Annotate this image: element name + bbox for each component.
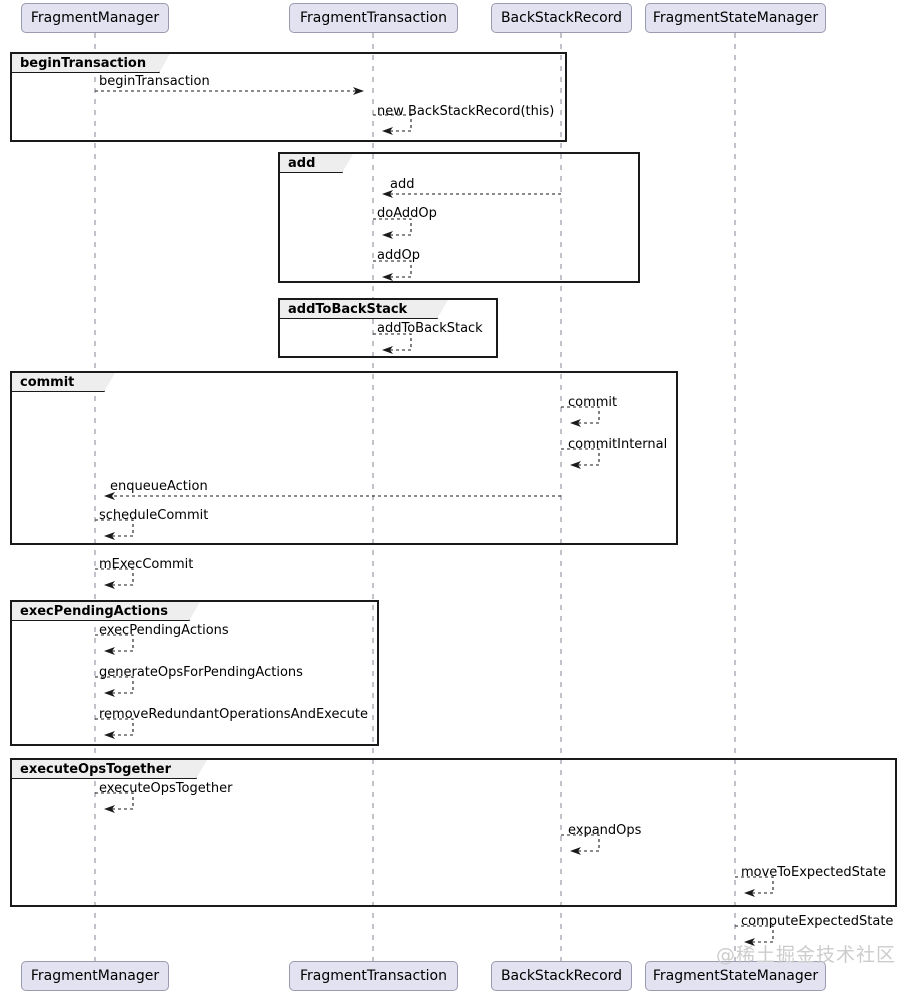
message-label-msg-begin-transaction: beginTransaction: [99, 74, 210, 89]
group-label-text: add: [288, 156, 316, 171]
group-label-add-to-back-stack: addToBackStack: [280, 300, 448, 319]
group-frame-exec-pending-actions: [10, 600, 379, 746]
group-frame-add: [278, 152, 640, 283]
arrow-msg-schedule-commit: [95, 519, 134, 540]
group-label-begin-transaction: beginTransaction: [12, 54, 170, 73]
participant-fragment-state-manager-bottom[interactable]: FragmentStateManager: [645, 961, 826, 991]
arrow-msg-mexec-commit: [95, 568, 134, 589]
message-label-msg-add-op: addOp: [377, 248, 420, 263]
lifelines-group: [94, 33, 736, 961]
message-label-msg-add-to-back-stack: addToBackStack: [377, 321, 483, 336]
arrow-msg-exec-pending-actions: [95, 634, 134, 655]
arrow-msg-commit-internal: [561, 448, 600, 469]
group-tab-corner-icon: [196, 760, 207, 779]
arrow-msg-execute-ops-together: [95, 792, 134, 813]
group-label-text: addToBackStack: [288, 302, 408, 317]
group-label-text: commit: [20, 375, 75, 390]
group-tab-corner-icon: [159, 54, 170, 73]
message-label-msg-move-to-expected-state: moveToExpectedState: [741, 865, 887, 880]
participant-fragment-state-manager-top[interactable]: FragmentStateManager: [645, 3, 826, 33]
group-frame-commit: [10, 371, 678, 545]
group-label-text: beginTransaction: [20, 56, 147, 71]
group-frame-execute-ops-together: [10, 758, 897, 907]
participant-fragment-transaction-top[interactable]: FragmentTransaction: [289, 3, 458, 33]
group-label-commit: commit: [12, 373, 115, 392]
group-label-exec-pending-actions: execPendingActions: [12, 602, 200, 621]
arrow-msg-expand-ops: [561, 834, 600, 855]
participant-fragment-transaction-bottom[interactable]: FragmentTransaction: [289, 961, 458, 991]
arrow-msg-move-to-expected-state: [735, 876, 774, 897]
message-label-msg-compute-expected-state: computeExpectedState: [741, 914, 894, 929]
message-label-msg-remove-redundant: removeRedundantOperationsAndExecute: [99, 707, 368, 722]
group-label-text: executeOpsTogether: [20, 762, 171, 777]
message-label-msg-mexec-commit: mExecCommit: [99, 557, 194, 572]
group-label-execute-ops-together: executeOpsTogether: [12, 760, 207, 779]
group-frame-add-to-back-stack: [278, 298, 498, 358]
group-label-add: add: [280, 154, 353, 173]
watermark: @稀土掘金技术社区: [716, 944, 897, 966]
arrow-msg-generate-ops: [95, 676, 134, 697]
participant-fragment-manager-top[interactable]: FragmentManager: [21, 3, 169, 33]
message-label-msg-do-add-op: doAddOp: [377, 206, 437, 221]
group-frame-begin-transaction: [10, 52, 567, 142]
message-label-msg-execute-ops-together: executeOpsTogether: [99, 781, 233, 796]
message-label-msg-schedule-commit: scheduleCommit: [99, 508, 209, 523]
participant-back-stack-record-bottom[interactable]: BackStackRecord: [491, 961, 632, 991]
message-label-msg-commit-internal: commitInternal: [568, 437, 668, 452]
message-label-msg-add: add: [390, 177, 415, 192]
arrow-msg-compute-expected-state: [735, 925, 774, 946]
arrow-msg-add-to-back-stack: [373, 333, 412, 354]
arrow-msg-add-op: [373, 260, 412, 281]
message-label-msg-expand-ops: expandOps: [568, 823, 642, 838]
participant-fragment-manager-bottom[interactable]: FragmentManager: [21, 961, 169, 991]
message-label-msg-enqueue-action: enqueueAction: [110, 479, 208, 494]
messages-group: [95, 87, 774, 946]
group-tab-corner-icon: [104, 373, 115, 392]
arrow-msg-do-add-op: [373, 218, 412, 239]
group-label-text: execPendingActions: [20, 604, 169, 619]
participant-back-stack-record-top[interactable]: BackStackRecord: [491, 3, 632, 33]
arrow-msg-commit: [561, 406, 600, 427]
group-tab-corner-icon: [437, 300, 448, 319]
group-tab-corner-icon: [189, 602, 200, 621]
message-label-msg-exec-pending-actions: execPendingActions: [99, 623, 229, 638]
arrow-msg-remove-redundant: [95, 718, 134, 739]
arrow-msg-new-backstackrecord: [373, 114, 412, 135]
message-label-msg-commit: commit: [568, 395, 618, 410]
message-label-msg-new-backstackrecord: new BackStackRecord(this): [377, 104, 555, 119]
message-label-msg-generate-ops: generateOpsForPendingActions: [99, 665, 303, 680]
group-tab-corner-icon: [342, 154, 353, 173]
